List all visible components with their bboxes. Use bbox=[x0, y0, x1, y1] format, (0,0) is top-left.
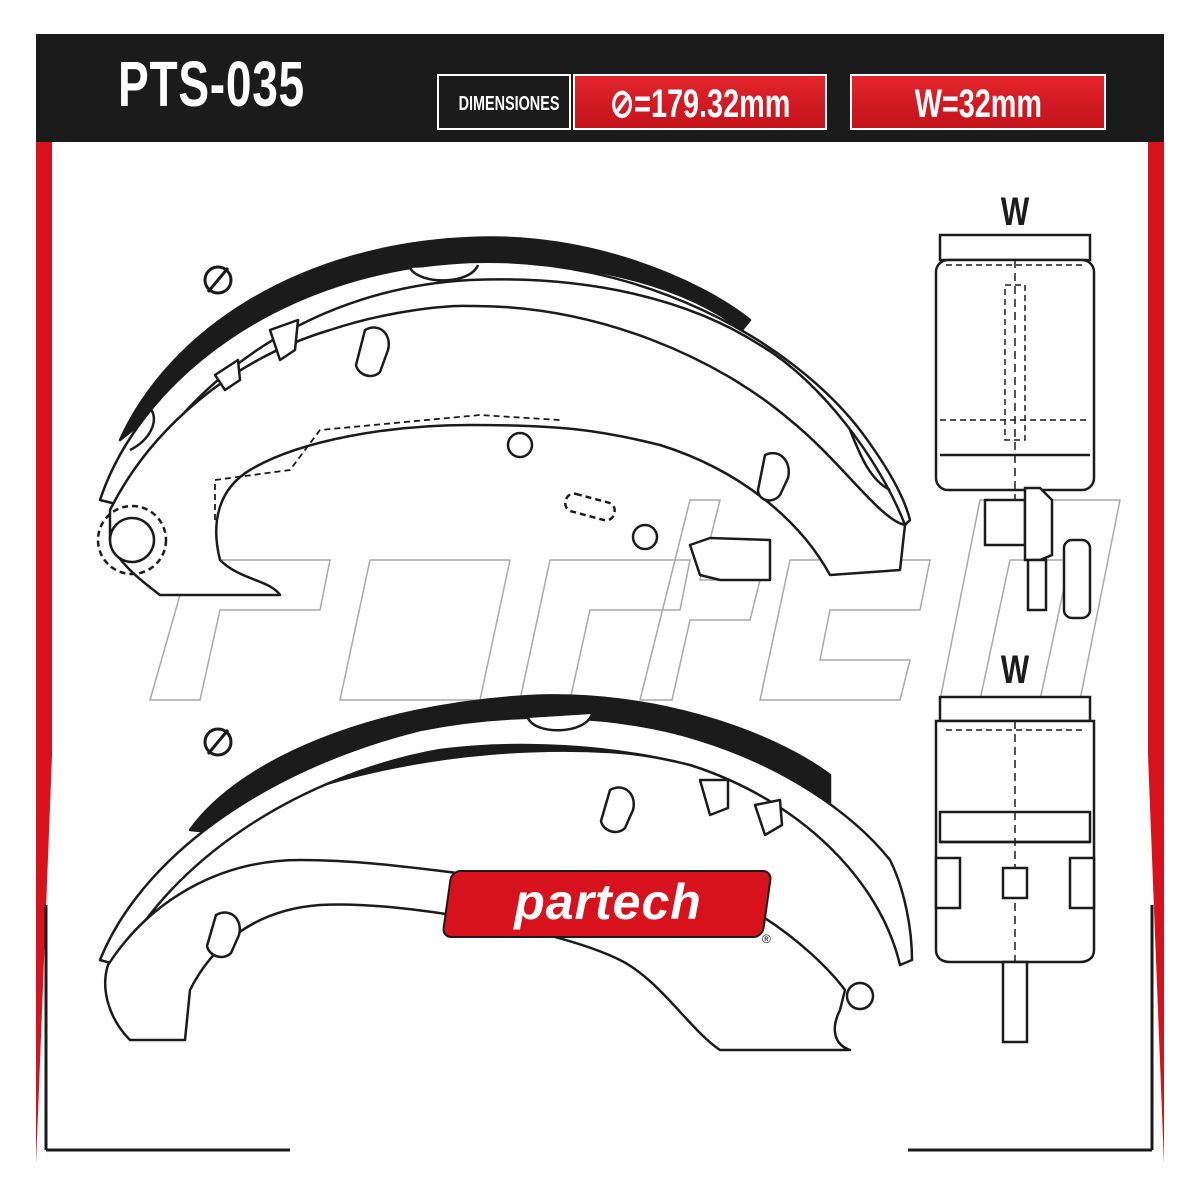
bottom-width-label: W bbox=[1000, 648, 1030, 692]
top-brake-shoe bbox=[96, 236, 912, 597]
part-code: PTS-035 bbox=[118, 48, 305, 120]
brand-logo: partech bbox=[441, 870, 773, 940]
bottom-side-view bbox=[934, 695, 1096, 1044]
top-diameter-symbol bbox=[203, 265, 233, 295]
bottom-diameter-symbol bbox=[203, 727, 233, 757]
width-value: W=32mm bbox=[850, 74, 1106, 130]
brand-logo-text: partech bbox=[514, 874, 702, 930]
top-side-view bbox=[934, 233, 1096, 620]
dimensions-label: DIMENSIONES bbox=[437, 74, 571, 130]
diameter-value: ⊘=179.32mm bbox=[573, 74, 827, 130]
registered-mark: ® bbox=[762, 932, 771, 946]
top-width-label: W bbox=[1000, 190, 1030, 234]
